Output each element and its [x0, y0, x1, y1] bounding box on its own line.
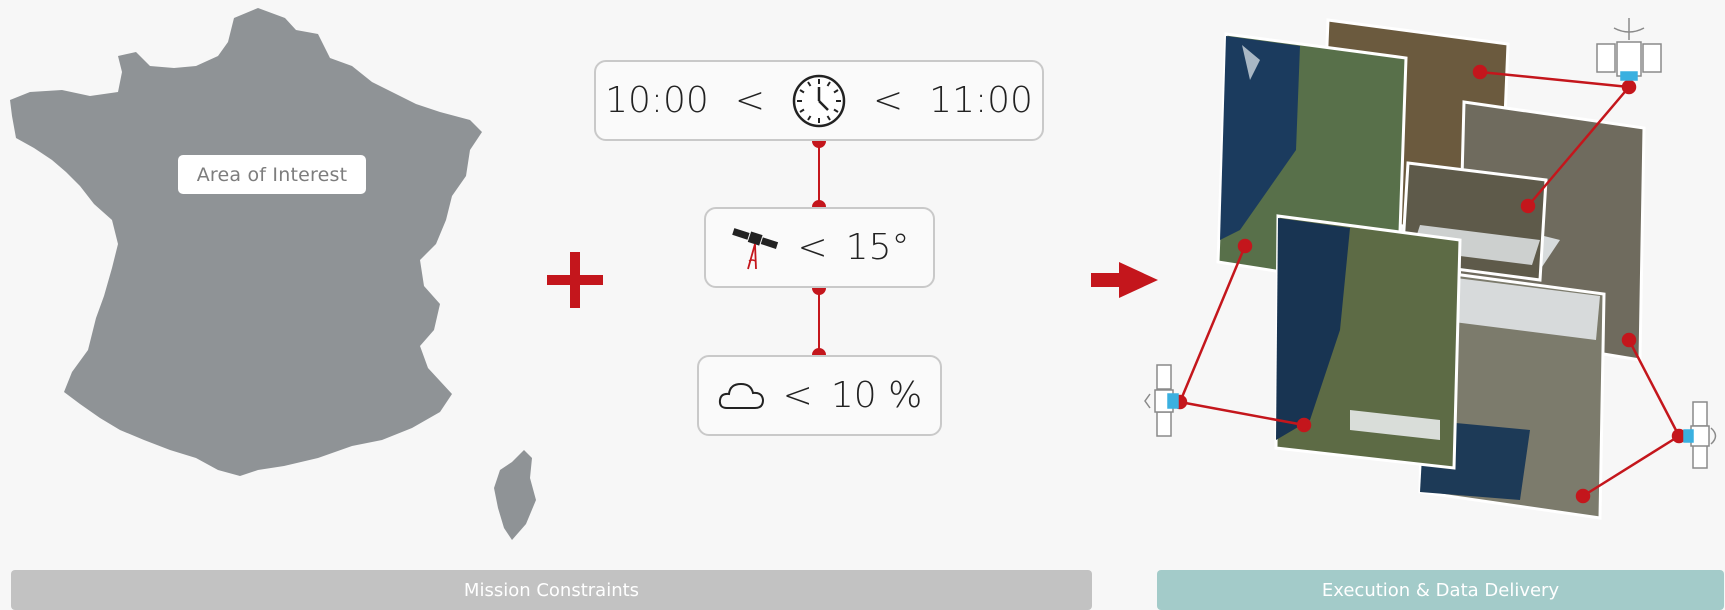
- cloud-cover-constraint: < 10 %: [697, 355, 942, 436]
- cloud-value: 10 %: [830, 375, 923, 416]
- france-map: [10, 8, 482, 476]
- cloud-icon: [717, 378, 765, 414]
- satellite-icon: [1144, 364, 1179, 437]
- angle-value: 15°: [845, 227, 910, 268]
- less-than-sign: <: [734, 80, 765, 121]
- arrow-right-icon: [1091, 262, 1158, 298]
- imagery-stack: [1216, 18, 1646, 520]
- area-of-interest-label: Area of Interest: [178, 155, 366, 194]
- less-than-sign: <: [873, 80, 904, 121]
- angle-constraint: < 15°: [704, 207, 935, 288]
- time-end: 11:00: [929, 80, 1033, 121]
- plus-icon: [547, 252, 603, 308]
- image-tile: [1274, 214, 1462, 470]
- mission-constraints-band: Mission Constraints: [11, 570, 1092, 610]
- satellite-angle-icon: [730, 223, 780, 273]
- satellite-icon: [1683, 401, 1717, 469]
- satellite-icon: [1596, 18, 1662, 81]
- satellite-tracks: [1172, 64, 1687, 504]
- time-window-constraint: 10:00 < < 11:00: [594, 60, 1044, 141]
- execution-data-delivery-band: Execution & Data Delivery: [1157, 570, 1724, 610]
- less-than-sign: <: [782, 375, 813, 416]
- clock-icon: [791, 73, 847, 129]
- less-than-sign: <: [797, 227, 828, 268]
- corsica-map: [494, 450, 536, 540]
- time-start: 10:00: [605, 80, 709, 121]
